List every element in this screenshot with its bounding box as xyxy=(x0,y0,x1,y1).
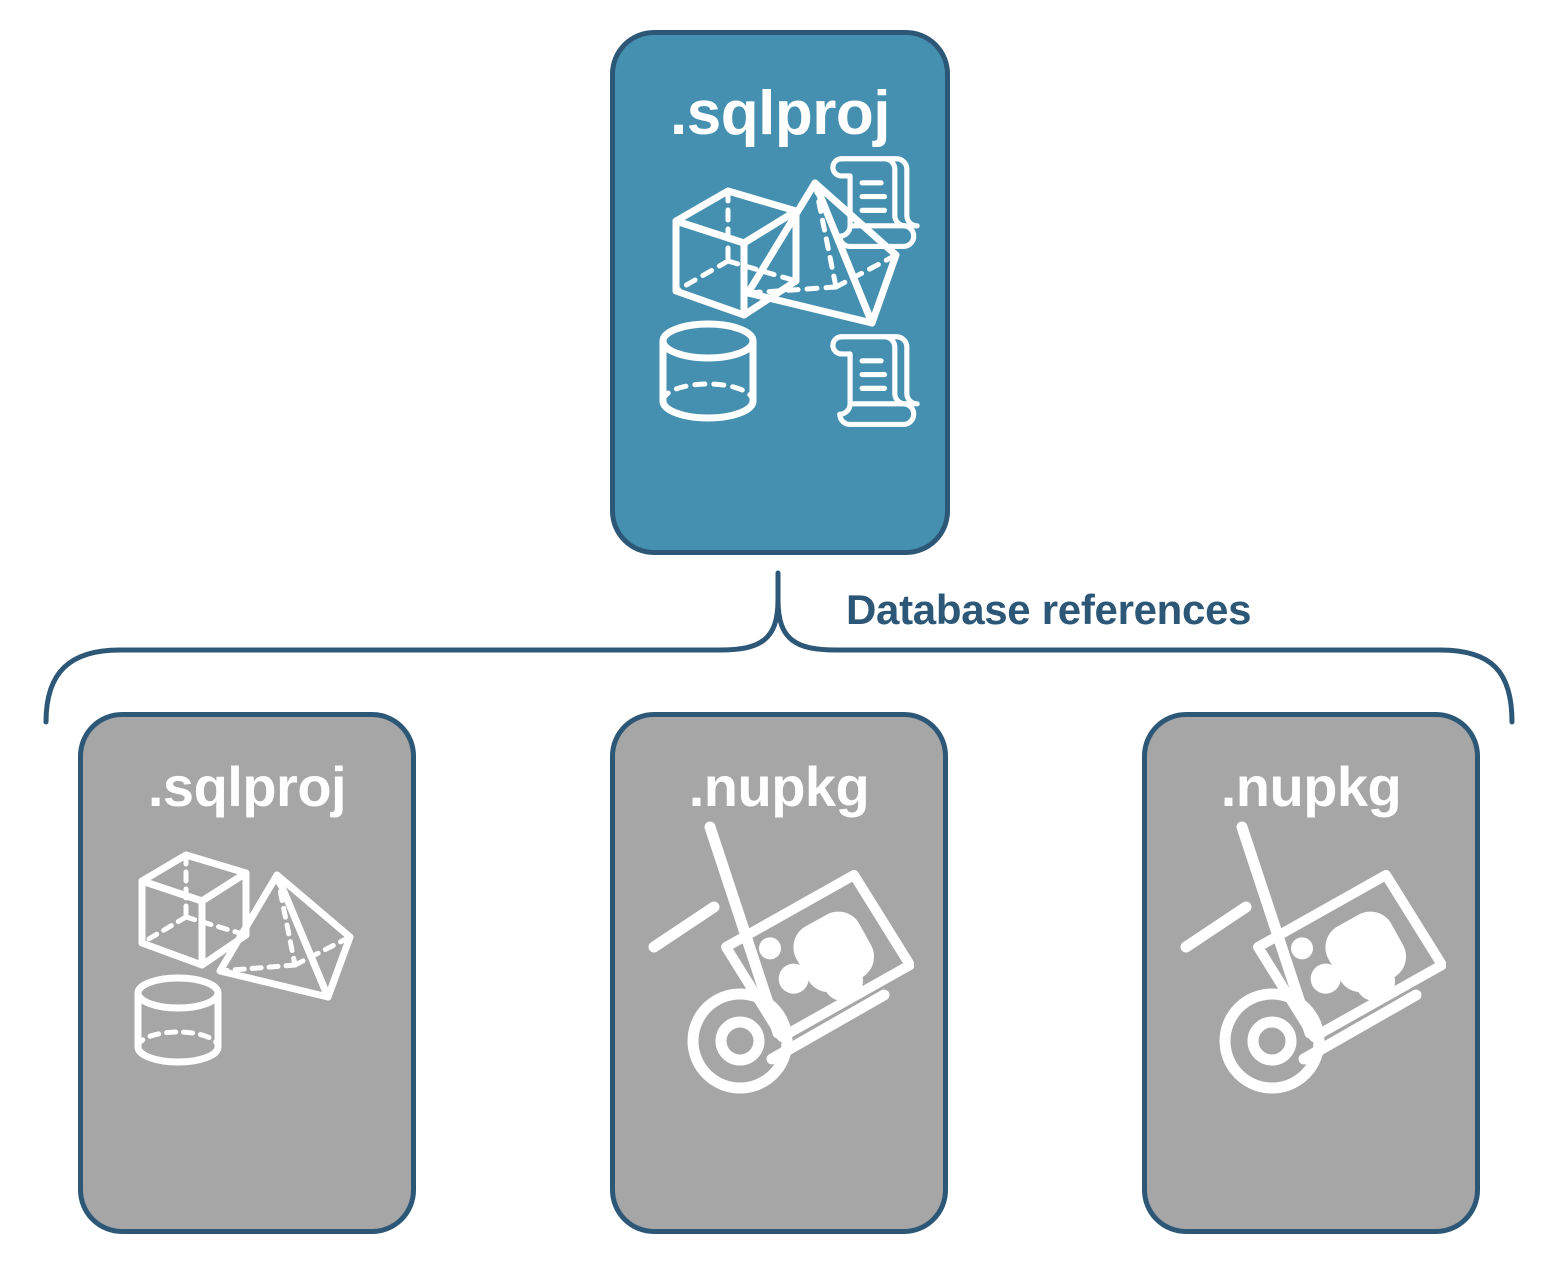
cube-icon xyxy=(138,851,250,969)
node-nupkg-1[interactable]: .nupkg xyxy=(610,712,948,1234)
sqlproj-artwork xyxy=(122,815,372,1075)
hand-truck-package-icon xyxy=(1180,821,1446,1094)
node-title: .sqlproj xyxy=(670,79,890,148)
node-sqlproj-root[interactable]: .sqlproj xyxy=(610,30,950,555)
cylinder-icon xyxy=(659,320,757,422)
sqlproj-artwork xyxy=(630,145,930,435)
scroll-icon xyxy=(830,334,920,428)
node-sqlproj-reference[interactable]: .sqlproj xyxy=(78,712,416,1234)
cube-icon xyxy=(672,187,800,319)
nuget-logo-icon xyxy=(1291,911,1407,1002)
pyramid-icon xyxy=(216,871,354,1001)
hand-truck-package-icon xyxy=(648,821,914,1094)
cylinder-icon xyxy=(134,974,222,1066)
scroll-icon xyxy=(830,156,920,250)
connector-label: Database references xyxy=(846,586,1252,633)
node-title: .nupkg xyxy=(1220,755,1402,818)
node-title: .sqlproj xyxy=(147,755,347,818)
node-nupkg-2[interactable]: .nupkg xyxy=(1142,712,1480,1234)
pyramid-icon xyxy=(744,179,900,327)
node-title: .nupkg xyxy=(688,755,870,818)
nupkg-artwork xyxy=(1176,815,1446,1095)
nupkg-artwork xyxy=(644,815,914,1095)
brace-connector-icon xyxy=(43,570,1515,725)
nuget-logo-icon xyxy=(759,911,875,1002)
